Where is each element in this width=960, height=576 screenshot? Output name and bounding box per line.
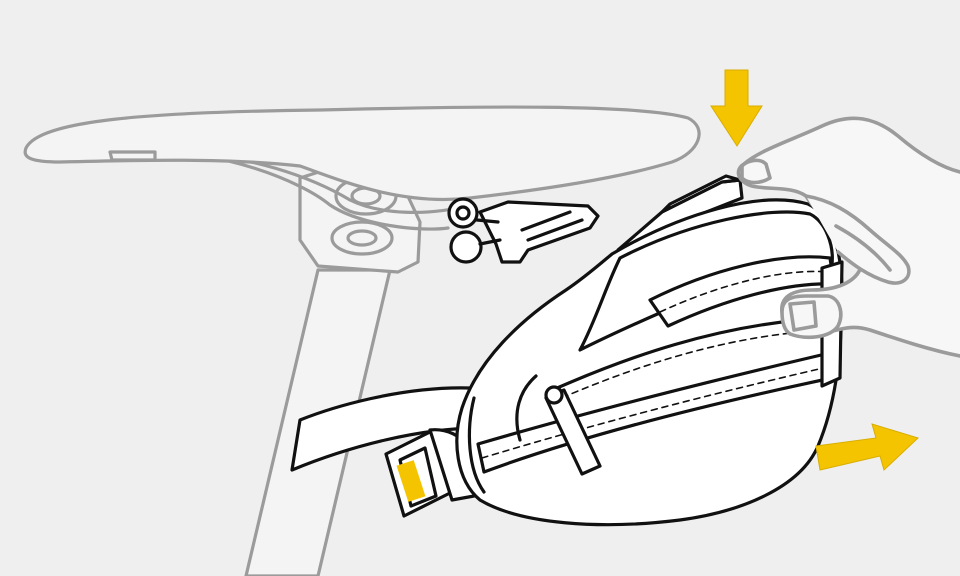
clamp-bolt-lower-inner bbox=[346, 229, 378, 247]
bag-mount-rail-tab bbox=[660, 174, 742, 214]
saddle-underside-clip bbox=[108, 150, 157, 162]
reflective-strip-upper-stitch bbox=[659, 270, 831, 313]
bag-front-curve bbox=[467, 396, 486, 494]
arrow-right-icon bbox=[815, 423, 919, 471]
saddle-bag bbox=[455, 174, 844, 527]
mount-knob-upper-center bbox=[455, 205, 471, 221]
hand-thumbnail bbox=[788, 300, 818, 332]
hand-finger-2 bbox=[834, 224, 892, 272]
saddle bbox=[23, 105, 701, 202]
direction-arrows bbox=[710, 69, 919, 471]
arrow-down-icon bbox=[710, 69, 763, 147]
reflective-strip-lower-stitch bbox=[481, 365, 833, 459]
mount-slot-2 bbox=[520, 210, 572, 232]
mount-bracket bbox=[478, 200, 600, 264]
hand bbox=[736, 116, 960, 358]
mount-knob-lower bbox=[449, 230, 483, 264]
zipper-pull-head bbox=[544, 385, 564, 405]
zipper-stitch bbox=[551, 329, 833, 403]
clamp-bolt-lower bbox=[330, 220, 394, 256]
strap-buckle-accent bbox=[396, 460, 426, 502]
bag-front-inner-curve bbox=[515, 374, 538, 442]
bike-seatpost-assembly bbox=[23, 105, 701, 576]
mount-slot bbox=[526, 218, 584, 242]
mount-knob-link bbox=[475, 218, 502, 246]
quick-release-mount bbox=[447, 197, 600, 264]
hand-index-nail bbox=[740, 158, 772, 185]
